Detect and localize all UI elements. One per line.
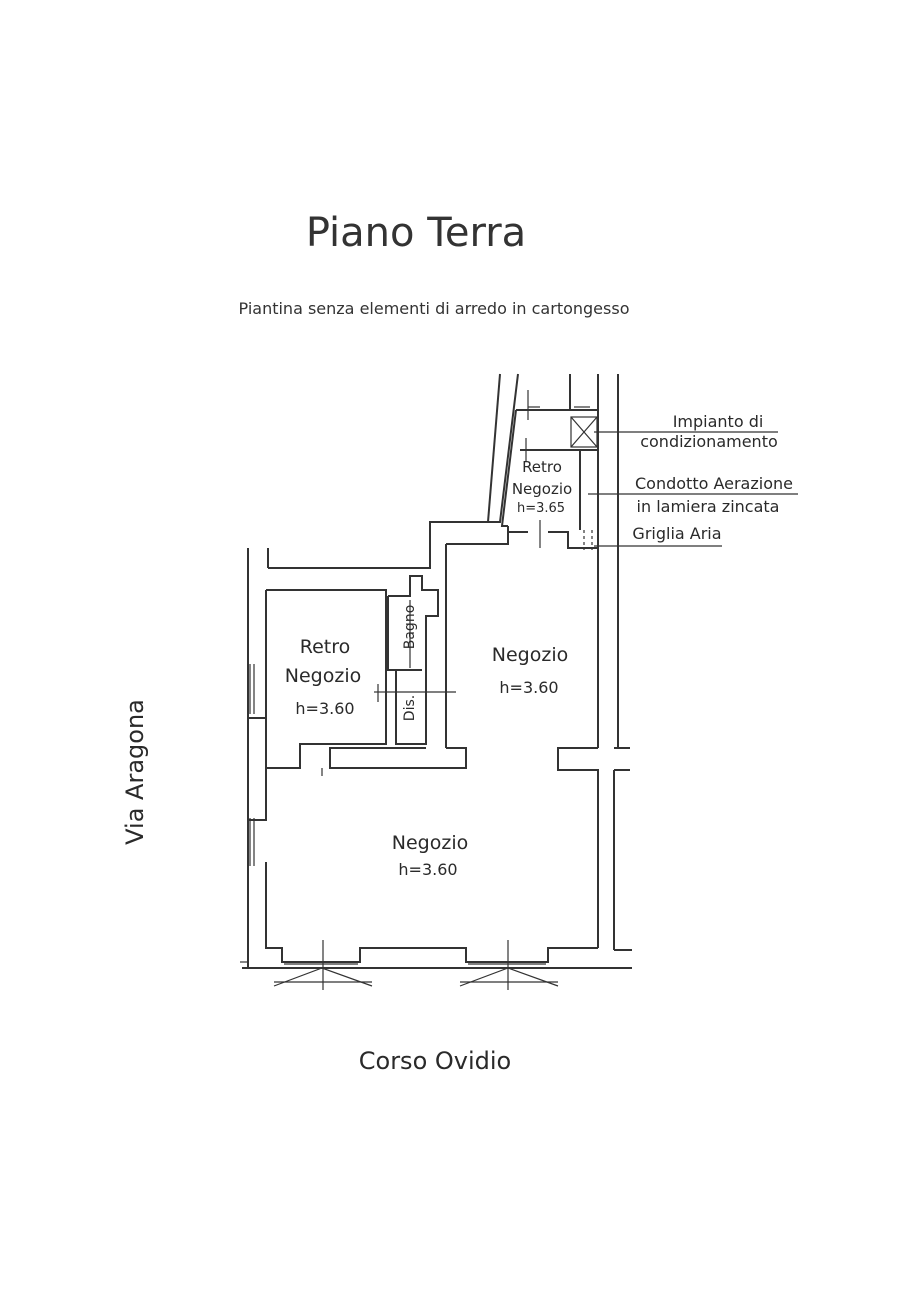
condotto-label-1: Condotto Aerazione <box>635 474 793 493</box>
negozio-main-height: h=3.60 <box>398 860 457 879</box>
impianto-label-1: Impianto di <box>673 412 764 431</box>
retro-top-name-2: Negozio <box>512 480 572 498</box>
condotto-label-2: in lamiera zincata <box>637 497 780 516</box>
leader-lines <box>588 431 798 547</box>
openings <box>249 390 590 990</box>
street-via-aragona: Via Aragona <box>121 699 149 845</box>
retro-top-height: h=3.65 <box>517 501 565 516</box>
retro-top-name-1: Retro <box>522 458 562 476</box>
retro-left-height: h=3.60 <box>295 699 354 718</box>
dis-label: Dis. <box>402 695 418 721</box>
negozio-right-name: Negozio <box>492 644 568 666</box>
negozio-right-height: h=3.60 <box>499 678 558 697</box>
impianto-label-2: condizionamento <box>640 432 778 451</box>
street-corso-ovidio: Corso Ovidio <box>359 1047 511 1075</box>
walls <box>240 373 632 969</box>
page-subtitle: Piantina senza elementi di arredo in car… <box>239 299 630 318</box>
ac-unit-icon <box>570 416 598 448</box>
bagno-label: Bagno <box>402 605 418 650</box>
griglia-label: Griglia Aria <box>632 524 721 543</box>
retro-left-name-1: Retro <box>300 636 351 658</box>
negozio-main-name: Negozio <box>392 832 468 854</box>
page-title: Piano Terra <box>306 210 526 256</box>
retro-left-name-2: Negozio <box>285 665 361 687</box>
